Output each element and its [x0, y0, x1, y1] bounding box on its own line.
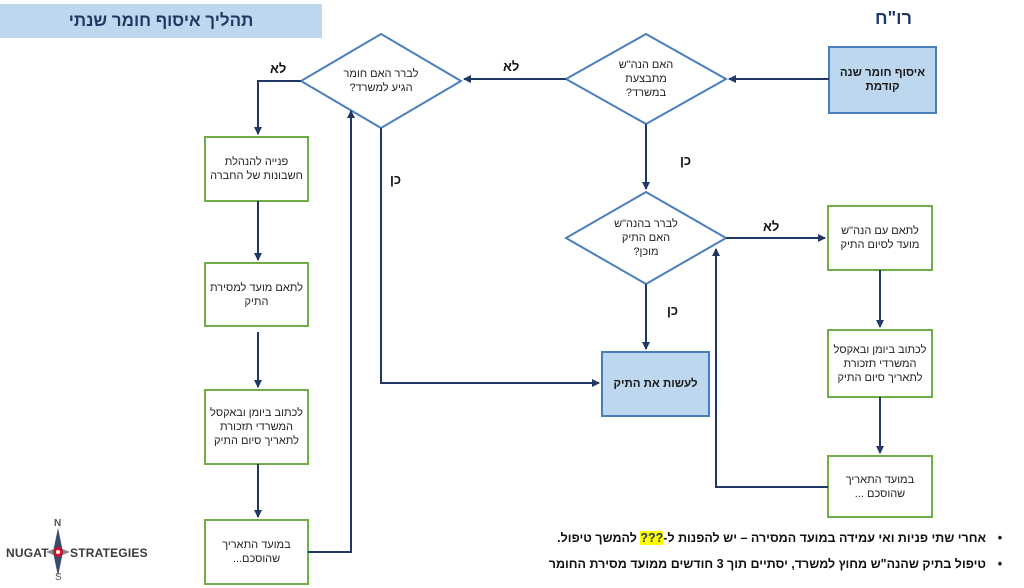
right-step-1-label: לתאם עם הנה"ש מועד לסיום התיק: [840, 225, 920, 251]
logo-south: S: [55, 572, 62, 583]
edge-label-d1-no: לא: [503, 59, 520, 74]
arrow-left-4-loop-to-d2: [308, 110, 355, 553]
note-item: • אחרי שתי פניות ואי עמידה במועד המסירה …: [418, 525, 1008, 551]
do-file-box: [601, 351, 710, 417]
edge-label-d3-yes: כן: [667, 303, 679, 318]
note-text: אחרי שתי פניות ואי עמידה במועד המסירה – …: [557, 531, 986, 545]
left-step-2-box: [204, 262, 309, 327]
title-banner: תהליך איסוף חומר שנתי: [0, 4, 322, 38]
diagram-title: תהליך איסוף חומר שנתי: [68, 11, 254, 30]
decision-file-ready-label: לברר בהנה"ש האם התיק מוכן?: [614, 218, 678, 258]
right-step-3-label: במועד התאריך שהוסכם ...: [845, 473, 915, 500]
arrow-d2-yes-to-do-file: [380, 128, 600, 387]
note-item: • טיפול בתיק שהנה"ש מחוץ למשרד, יסתיים ת…: [418, 551, 1008, 577]
left-step-3-label: לכתוב ביומן ובאקסל המשרדי תזכורת לתאריך …: [210, 407, 303, 447]
arrow-d2-no-to-left-1: [254, 80, 301, 135]
left-step-4-box: [204, 519, 309, 585]
start-label: איסוף חומר שנה קודמת: [839, 67, 926, 93]
left-step-3-box: [204, 389, 309, 465]
right-step-2-box: [827, 329, 933, 398]
logo-north: N: [54, 518, 62, 529]
edge-label-d2-yes: כן: [390, 172, 402, 187]
decision-internal-bookkeeping-label: האם הנה"ש מתבצעת במשרד?: [618, 59, 674, 99]
logo-right-word: STRATEGIES: [70, 546, 148, 560]
right-step-2-label: לכתוב ביומן ובאקסל המשרדי תזכורת לתאריך …: [833, 343, 927, 384]
left-step-2-label: לתאם מועד למסירת התיק: [210, 281, 303, 308]
org-label: רו"ח: [875, 8, 912, 28]
edge-label-d2-no: לא: [270, 61, 287, 76]
note-highlight: ???: [640, 531, 664, 545]
edge-label-d3-no: לא: [763, 219, 780, 234]
logo-left-word: NUGAT: [6, 546, 49, 560]
bullet-dot-icon: •: [997, 531, 1003, 545]
start-box: [828, 46, 937, 114]
notes-list: • אחרי שתי פניות ואי עמידה במועד המסירה …: [418, 525, 1008, 577]
arrow-right-3-loop-to-d3: [712, 248, 828, 488]
left-step-1-label: פנייה להנהלת חשבונות של החברה: [210, 156, 303, 182]
left-step-1-box: [204, 136, 309, 202]
note-text: טיפול בתיק שהנה"ש מחוץ למשרד, יסתיים תוך…: [548, 557, 986, 571]
company-logo: N S NUGAT STRATEGIES: [6, 518, 151, 584]
left-step-4-label: במועד התאריך שהוסכם...: [222, 539, 291, 565]
edge-label-d1-yes: כן: [680, 153, 692, 168]
right-step-1-box: [827, 205, 933, 271]
decision-material-arrived-label: לברר האם חומר הגיע למשרד?: [343, 68, 419, 94]
compass-icon: [46, 528, 70, 576]
bullet-dot-icon: •: [997, 557, 1003, 571]
do-file-label: לעשות את התיק: [613, 378, 698, 390]
